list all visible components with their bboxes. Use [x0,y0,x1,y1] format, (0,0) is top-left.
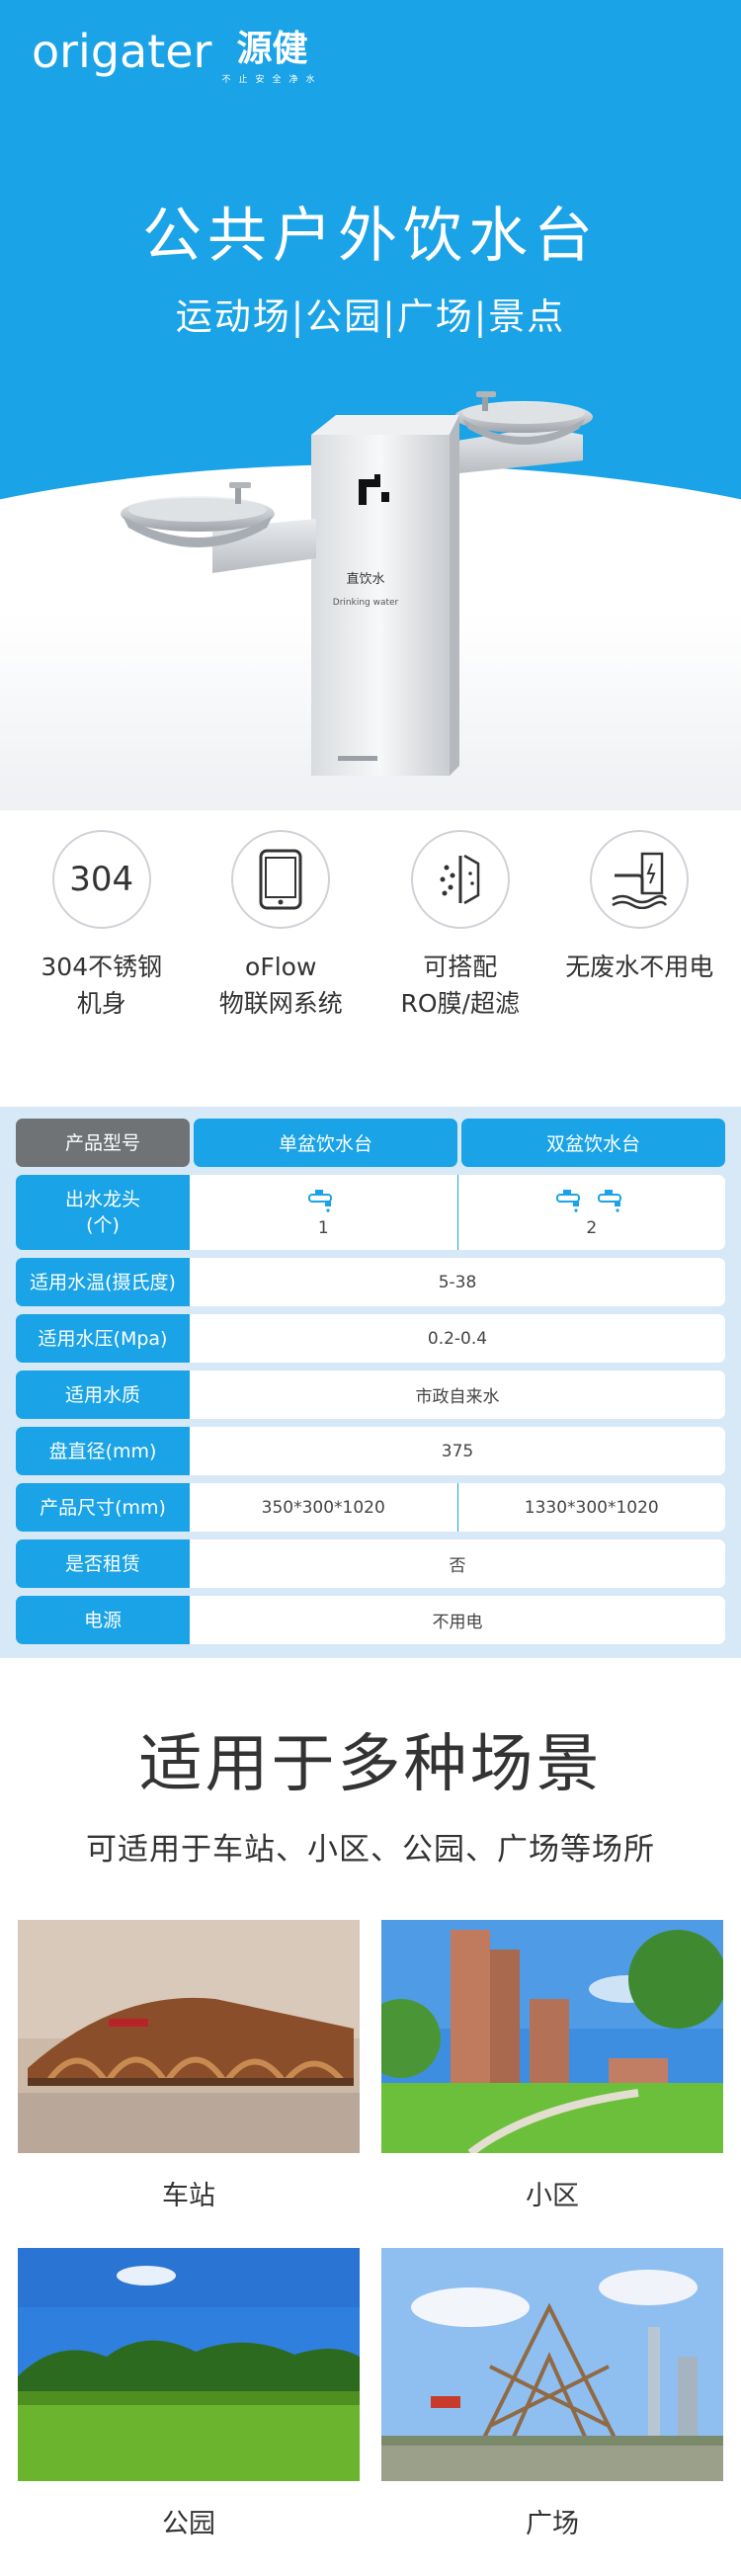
column-double-basin: 双盆饮水台 [461,1119,725,1167]
hero-banner: origater 源健 不止安全净水 公共户外饮水台 运动场|公园|广场|景点 [0,0,741,810]
row-value: 否 [190,1539,725,1588]
cell-single: 350*300*1020 [261,1497,385,1518]
brand-logo[interactable]: origater 源健 不止安全净水 [32,25,323,85]
feature-item: 可搭配 RO膜/超滤 [376,830,544,1107]
feature-label: 304不锈钢 机身 [41,949,162,1022]
feature-label-line2: 物联网系统 [218,989,343,1018]
row-label: 电源 [16,1596,190,1644]
row-label: 适用水温(摄氏度) [16,1258,190,1306]
drinking-fountain-image: 直饮水 Drinking water [121,391,593,776]
row-value: 5-38 [190,1258,725,1306]
hero-title: 公共户外饮水台 [142,202,599,271]
feature-label: 无废水不用电 [565,949,713,985]
scene-label: 公园 [162,2509,215,2539]
row-value: 375 [190,1427,725,1475]
scene-label: 小区 [526,2181,579,2211]
table-row: 适用水质 市政自来水 [16,1371,725,1419]
community-photo [381,1920,723,2153]
cell-value: 否 [449,1556,466,1576]
row-value: 0.2-0.4 [190,1314,725,1363]
table-row: 电源 不用电 [16,1596,725,1644]
brand-name-cn: 源健 [236,29,308,69]
row-label-line2: (个) [86,1214,120,1236]
scene-card-park: 公园 [18,2248,360,2560]
spec-table: 产品型号 单盆饮水台 双盆饮水台 出水龙头 (个) 1 [0,1107,741,1658]
row-value: 1 2 [190,1175,725,1250]
feature-label-line2: 机身 [76,989,126,1018]
scenes-title: 适用于多种场景 [138,1728,603,1801]
park-photo [18,2248,360,2481]
feature-label: oFlow 物联网系统 [219,949,343,1022]
scene-card-station: 车站 [18,1920,360,2232]
table-row: 盘直径(mm) 375 [16,1427,725,1475]
column-single-basin: 单盆饮水台 [194,1119,457,1167]
row-value: 不用电 [190,1596,725,1644]
table-header-row: 产品型号 单盆饮水台 双盆饮水台 [16,1119,725,1167]
table-row: 适用水压(Mpa) 0.2-0.4 [16,1314,725,1363]
row-value: 市政自来水 [190,1371,725,1419]
scenes-subtitle: 可适用于车站、小区、公园、广场等场所 [86,1832,655,1868]
faucet-icon [597,1190,621,1212]
faucet-count-single: 1 [317,1218,329,1238]
scene-label: 广场 [526,2509,579,2539]
station-photo [18,1920,360,2153]
feature-label-line1: oFlow [245,953,317,981]
cell-value: 市政自来水 [415,1387,500,1407]
cell-double: 1330*300*1020 [456,1483,726,1532]
cell-value: 0.2-0.4 [427,1328,488,1349]
304-badge-icon: 304 [51,830,151,929]
faucet-icon [308,1190,333,1212]
table-row: 是否租赁 否 [16,1539,725,1588]
feature-badge-text: 304 [69,860,134,899]
faucet-count-double: 2 [586,1218,598,1238]
feature-item: oFlow 物联网系统 [197,830,365,1107]
product-sign-en: Drinking water [333,598,399,608]
brand-slogan: 不止安全净水 [221,75,323,85]
faucet-icon [555,1190,580,1212]
row-label: 出水龙头 (个) [16,1175,190,1250]
row-label: 产品尺寸(mm) [16,1483,190,1532]
hero-subtitle: 运动场|公园|广场|景点 [175,295,566,338]
product-sign: 直饮水 [346,572,384,587]
table-row: 出水龙头 (个) 1 [16,1175,725,1250]
scene-grid: 车站 小区 [0,1869,741,2576]
brand-name-en: origater [32,25,212,78]
feature-label-line2: RO膜/超滤 [400,989,520,1018]
row-value: 350*300*1020 1330*300*1020 [190,1483,725,1532]
cell-single: 1 [190,1175,457,1250]
cell-value: 5-38 [438,1272,477,1292]
scene-card-community: 小区 [381,1920,723,2232]
cell-double: 2 [456,1175,726,1250]
feature-label-line1: 无废水不用电 [565,953,714,981]
table-row: 产品尺寸(mm) 350*300*1020 1330*300*1020 [16,1483,725,1532]
feature-label-line1: 可搭配 [423,953,498,981]
row-label: 盘直径(mm) [16,1427,190,1475]
scene-card-plaza: 广场 [381,2248,723,2560]
row-label: 适用水压(Mpa) [16,1314,190,1363]
cell-value: 不用电 [432,1613,483,1632]
feature-label: 可搭配 RO膜/超滤 [401,949,520,1022]
table-row: 适用水温(摄氏度) 5-38 [16,1258,725,1306]
feature-item: 304 304不锈钢 机身 [18,830,186,1107]
row-label: 是否租赁 [16,1539,190,1588]
scenes-section: 适用于多种场景 可适用于车站、小区、公园、广场等场所 车站 [0,1658,741,2576]
scene-label: 车站 [162,2181,215,2211]
smartphone-icon [231,830,331,929]
feature-item: 无废水不用电 [555,830,723,1107]
no-waste-water-icon [590,830,690,929]
plaza-photo [381,2248,723,2481]
cell-value: 375 [441,1441,474,1461]
ro-filter-icon [410,830,510,929]
row-label: 适用水质 [16,1371,190,1419]
feature-label-line1: 304不锈钢 [41,953,163,981]
header-label: 产品型号 [16,1119,190,1167]
feature-list: 304 304不锈钢 机身 oFlow 物联网系统 [0,810,741,1107]
row-label-line1: 出水龙头 [64,1189,140,1210]
